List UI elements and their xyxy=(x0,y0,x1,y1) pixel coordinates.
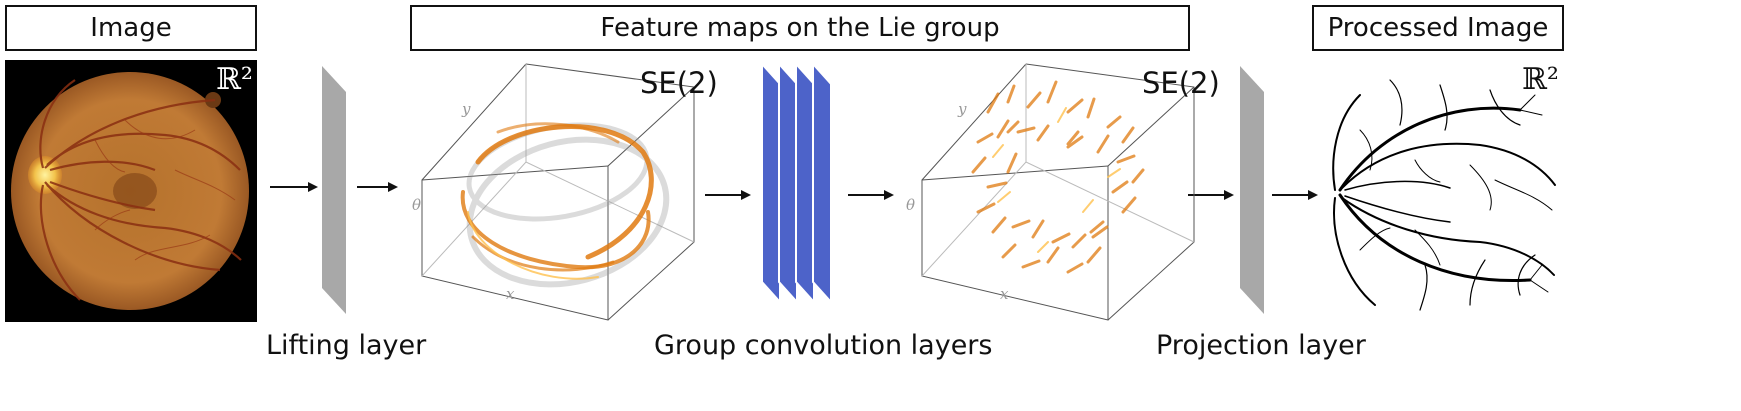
input-fundus-image xyxy=(5,60,257,322)
axis-theta-label-2: θ xyxy=(906,196,916,214)
input-space-label: ℝ² xyxy=(216,62,253,97)
caption-lifting-layer: Lifting layer xyxy=(266,330,427,361)
arrow-6 xyxy=(1272,190,1318,200)
axis-y-label-2: y xyxy=(958,100,967,118)
feature-cube-2 xyxy=(921,63,1195,321)
projection-layer-block xyxy=(1240,66,1264,314)
arrow-2 xyxy=(357,182,398,192)
feature-space-label-2: SE(2) xyxy=(1142,66,1220,100)
title-processed-image: Processed Image xyxy=(1312,5,1564,51)
arrow-1 xyxy=(270,182,318,192)
feature-space-label-1: SE(2) xyxy=(640,66,718,100)
arrow-4 xyxy=(848,190,894,200)
lifting-layer-block xyxy=(322,66,346,314)
caption-projection-layer: Projection layer xyxy=(1156,330,1366,361)
output-space-label: ℝ² xyxy=(1522,62,1559,97)
group-convolution-block xyxy=(761,61,832,305)
title-image: Image xyxy=(5,5,257,51)
axis-x-label-2: x xyxy=(1000,285,1009,303)
feature-cube-1 xyxy=(421,63,695,321)
axis-y-label-1: y xyxy=(462,100,471,118)
title-feature-maps: Feature maps on the Lie group xyxy=(410,5,1190,51)
axis-theta-label-1: θ xyxy=(412,196,422,214)
caption-group-convolution-layers: Group convolution layers xyxy=(654,330,993,361)
arrow-3 xyxy=(705,190,751,200)
axis-x-label-1: x xyxy=(506,285,515,303)
processed-vessel-image xyxy=(1332,79,1556,311)
